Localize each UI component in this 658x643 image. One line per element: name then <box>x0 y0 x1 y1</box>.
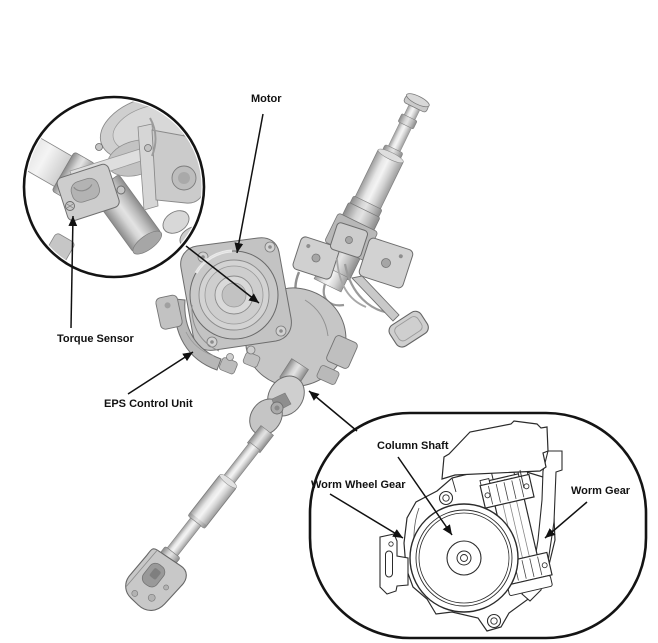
motor-drawing <box>180 237 292 351</box>
steering-column-assembly <box>125 93 430 611</box>
upper-universal-joint <box>249 358 309 436</box>
column-shaft-arrow <box>397 456 453 536</box>
lower-yoke <box>125 548 187 611</box>
motor-arrow <box>234 113 264 254</box>
label-worm-gear: Worm Gear <box>571 485 631 497</box>
torque-sensor-arrow <box>68 215 78 329</box>
worm-wheel-gear-drawing <box>409 503 519 613</box>
label-column-shaft: Column Shaft <box>377 440 449 452</box>
eps-control-unit-arrow <box>127 351 194 395</box>
gear-callout <box>308 411 648 640</box>
label-eps-control-unit: EPS Control Unit <box>104 398 193 410</box>
circle-callout-leader <box>185 245 260 304</box>
worm-gear-arrow <box>544 501 588 539</box>
mount-bracket <box>292 222 414 311</box>
oval-callout-leader <box>308 390 358 432</box>
tilt-lever <box>336 258 429 348</box>
eps-control-unit-drawing <box>155 294 261 375</box>
torque-sensor-callout <box>22 95 206 279</box>
label-torque-sensor: Torque Sensor <box>57 333 134 345</box>
label-motor: Motor <box>251 93 282 105</box>
label-worm-wheel-gear: Worm Wheel Gear <box>311 479 406 491</box>
worm-wheel-gear-arrow <box>329 493 404 539</box>
intermediate-shaft <box>125 425 274 611</box>
leader-arrows <box>68 113 588 539</box>
